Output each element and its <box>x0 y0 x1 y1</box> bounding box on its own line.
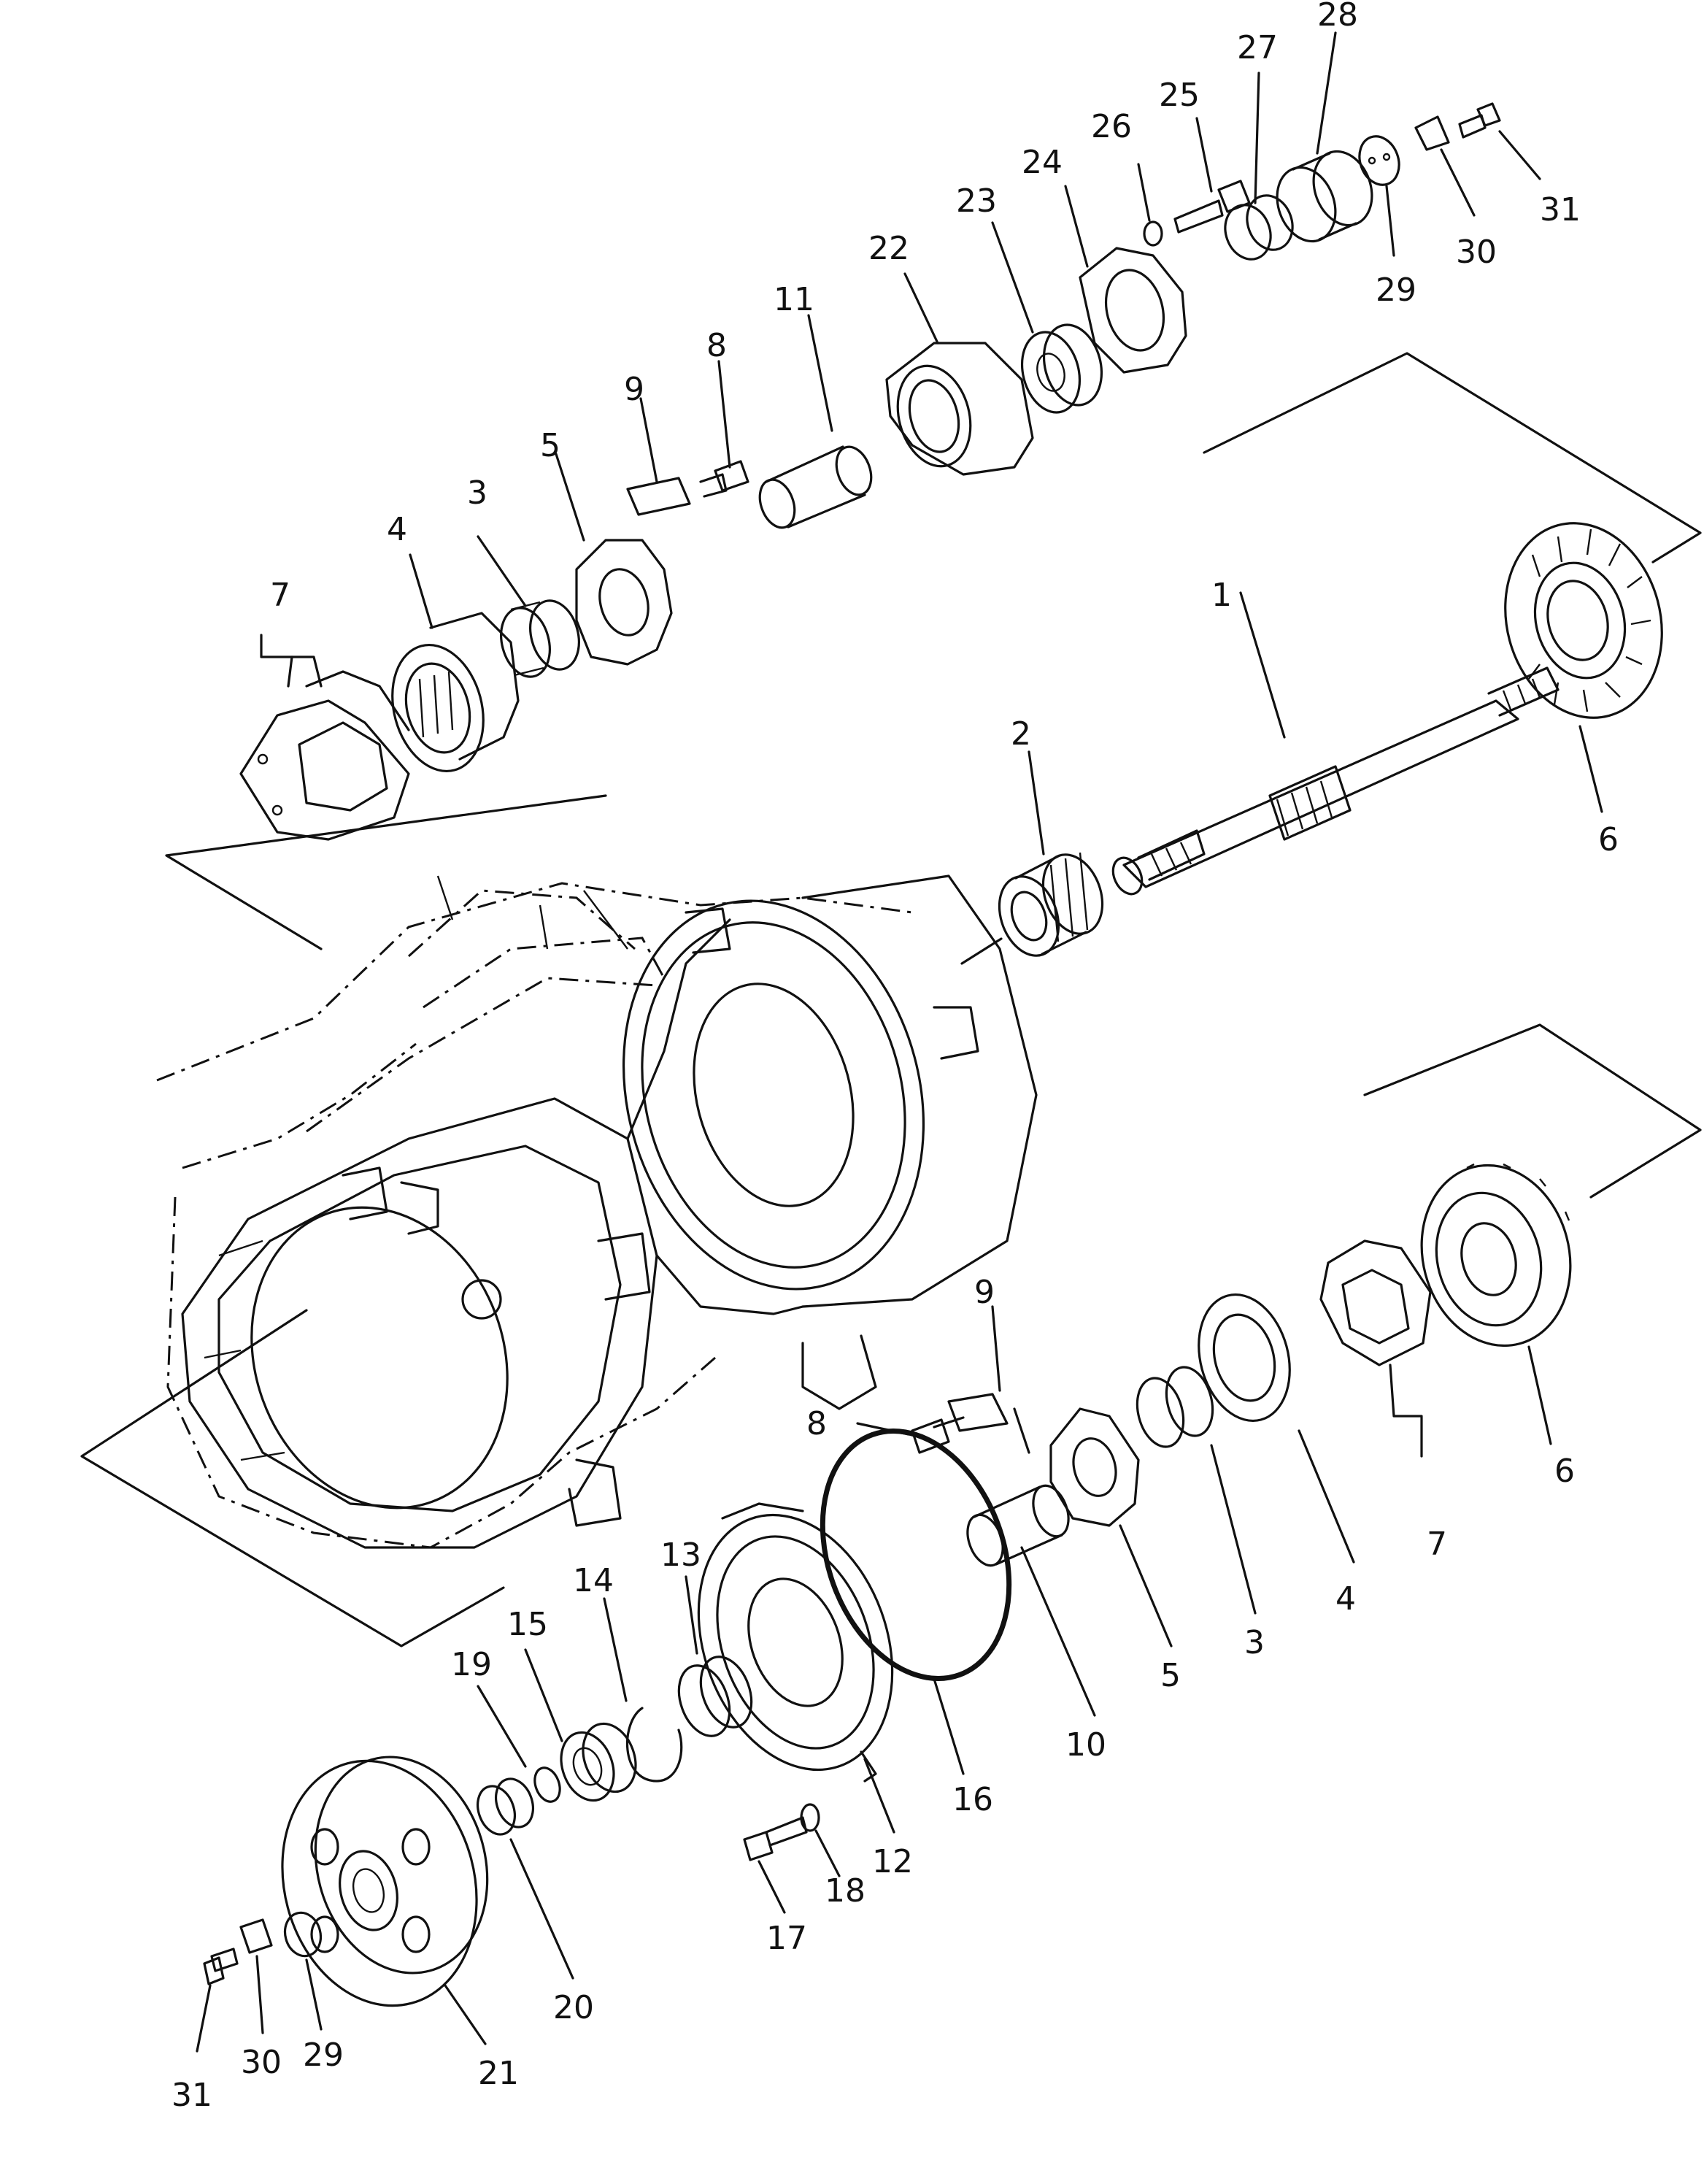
label-part-1: 1 <box>1211 577 1232 614</box>
leader-lines <box>196 31 1603 2053</box>
label-part-25: 25 <box>1159 77 1200 114</box>
label-part-8-lower: 8 <box>806 1405 827 1442</box>
label-part-21: 21 <box>478 2055 519 2092</box>
part-labels: 1 2 3 4 5 6 7 8 9 11 22 23 24 26 25 27 2… <box>171 0 1619 2114</box>
label-part-11: 11 <box>774 281 814 318</box>
label-part-5-upper: 5 <box>540 427 560 464</box>
label-part-30-lower: 30 <box>241 2044 282 2081</box>
label-part-2: 2 <box>1011 715 1031 753</box>
label-part-26: 26 <box>1091 108 1132 145</box>
label-part-3-upper: 3 <box>467 474 487 512</box>
label-part-18: 18 <box>825 1872 866 1910</box>
label-part-15: 15 <box>507 1606 548 1643</box>
label-part-9-lower: 9 <box>974 1274 995 1311</box>
label-part-5-lower: 5 <box>1160 1657 1181 1694</box>
label-part-24: 24 <box>1022 144 1063 181</box>
label-part-30-upper: 30 <box>1456 234 1497 271</box>
label-part-19: 19 <box>451 1646 492 1683</box>
bearing-2 <box>998 852 1104 957</box>
label-part-3-lower: 3 <box>1244 1624 1265 1661</box>
label-part-20: 20 <box>553 1989 594 2026</box>
label-part-22: 22 <box>868 230 909 267</box>
label-part-16: 16 <box>952 1781 993 1818</box>
label-part-7-upper: 7 <box>270 577 290 614</box>
label-part-9-upper: 9 <box>624 371 644 408</box>
label-part-12: 12 <box>872 1843 913 1880</box>
label-part-28: 28 <box>1317 0 1358 34</box>
label-part-13: 13 <box>660 1537 701 1574</box>
transmission-housing <box>156 874 1038 1549</box>
label-part-29-upper: 29 <box>1376 272 1416 309</box>
label-part-8-upper: 8 <box>706 327 727 364</box>
label-part-23: 23 <box>956 182 997 220</box>
guide-lines <box>80 352 1702 1647</box>
bevel-gear-upper <box>1504 522 1663 719</box>
label-part-29-lower: 29 <box>303 2037 344 2074</box>
label-part-4-upper: 4 <box>387 511 407 548</box>
label-part-31-lower: 31 <box>171 2077 212 2114</box>
label-part-7-lower: 7 <box>1427 1526 1447 1563</box>
label-part-6-upper: 6 <box>1598 821 1619 858</box>
label-part-17: 17 <box>766 1920 807 1957</box>
label-part-31-upper: 31 <box>1540 191 1581 228</box>
label-part-14: 14 <box>573 1562 614 1599</box>
label-part-10: 10 <box>1065 1726 1106 1764</box>
upper-assembly <box>239 102 1501 841</box>
label-part-4-lower: 4 <box>1335 1580 1356 1618</box>
label-part-6-lower: 6 <box>1554 1453 1575 1490</box>
label-part-27: 27 <box>1237 29 1278 66</box>
lower-assembly <box>203 1163 1572 2007</box>
main-shaft <box>1111 666 1560 896</box>
